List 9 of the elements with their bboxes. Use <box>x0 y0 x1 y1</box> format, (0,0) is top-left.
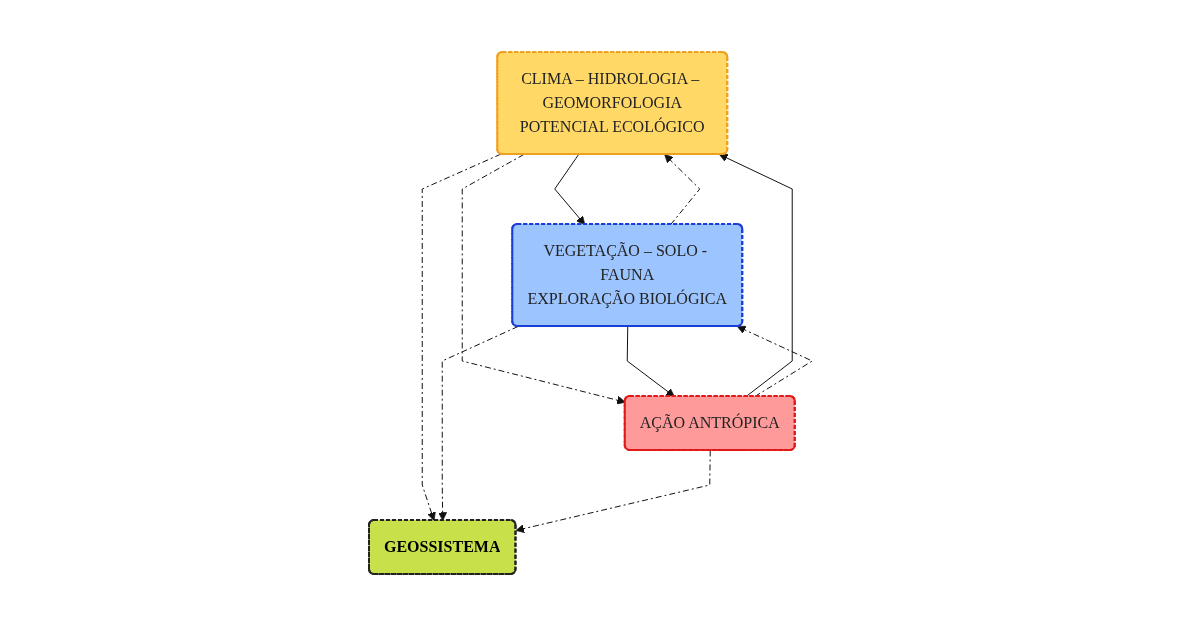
arrow <box>438 326 519 521</box>
arrow <box>422 153 502 521</box>
arrow <box>515 450 712 533</box>
arrow <box>554 154 586 225</box>
arrow <box>719 153 794 397</box>
arrow <box>737 325 814 397</box>
arrow <box>627 326 676 397</box>
arrow <box>664 154 701 225</box>
arrow <box>462 154 626 405</box>
